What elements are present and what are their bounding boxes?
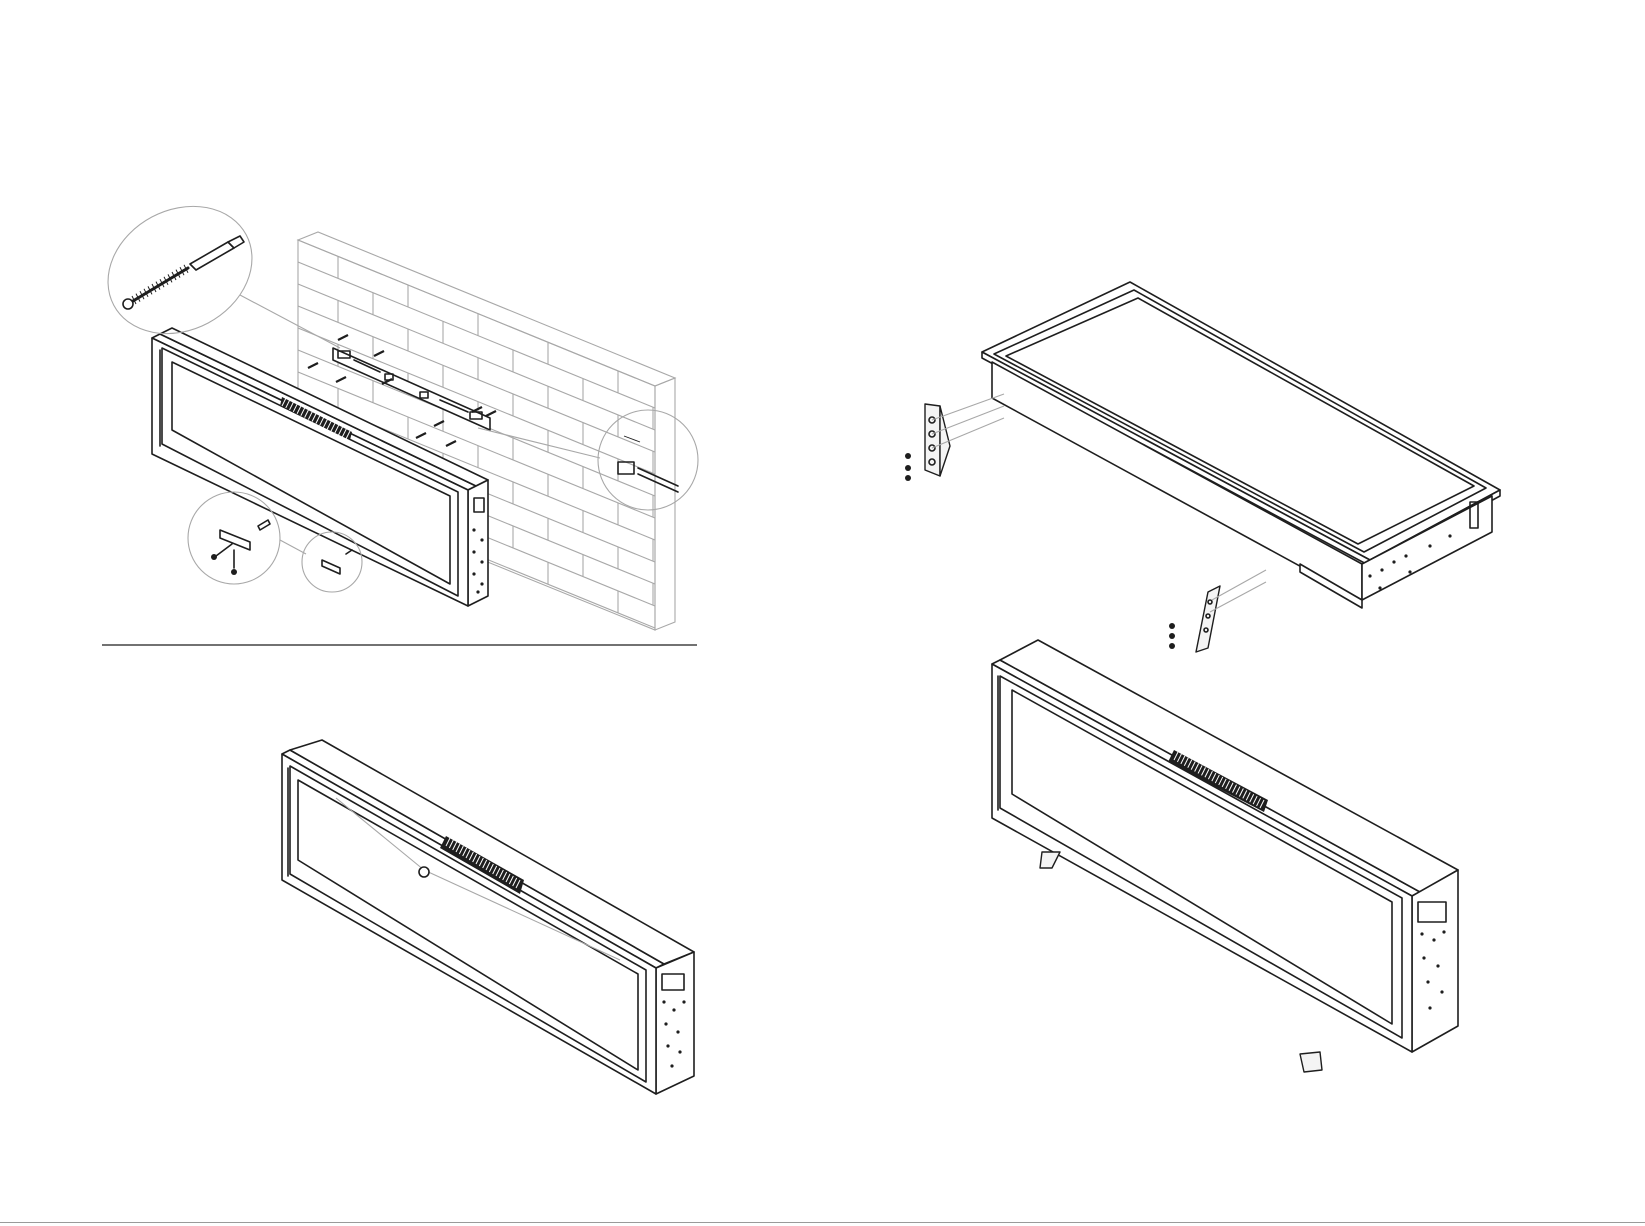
page-footer-rule — [0, 1222, 1645, 1223]
wall-mount-figure — [100, 200, 740, 640]
recessed-install-figure — [930, 270, 1530, 650]
freestanding-figure — [990, 640, 1470, 1100]
mounting-bracket-left — [905, 394, 1004, 481]
glass-fastener-figure — [280, 740, 740, 1120]
fireplace-unit — [152, 328, 488, 606]
support-foot-right — [1300, 1052, 1322, 1072]
screw-anchor-callout — [86, 182, 340, 358]
support-foot-left — [1040, 852, 1060, 868]
